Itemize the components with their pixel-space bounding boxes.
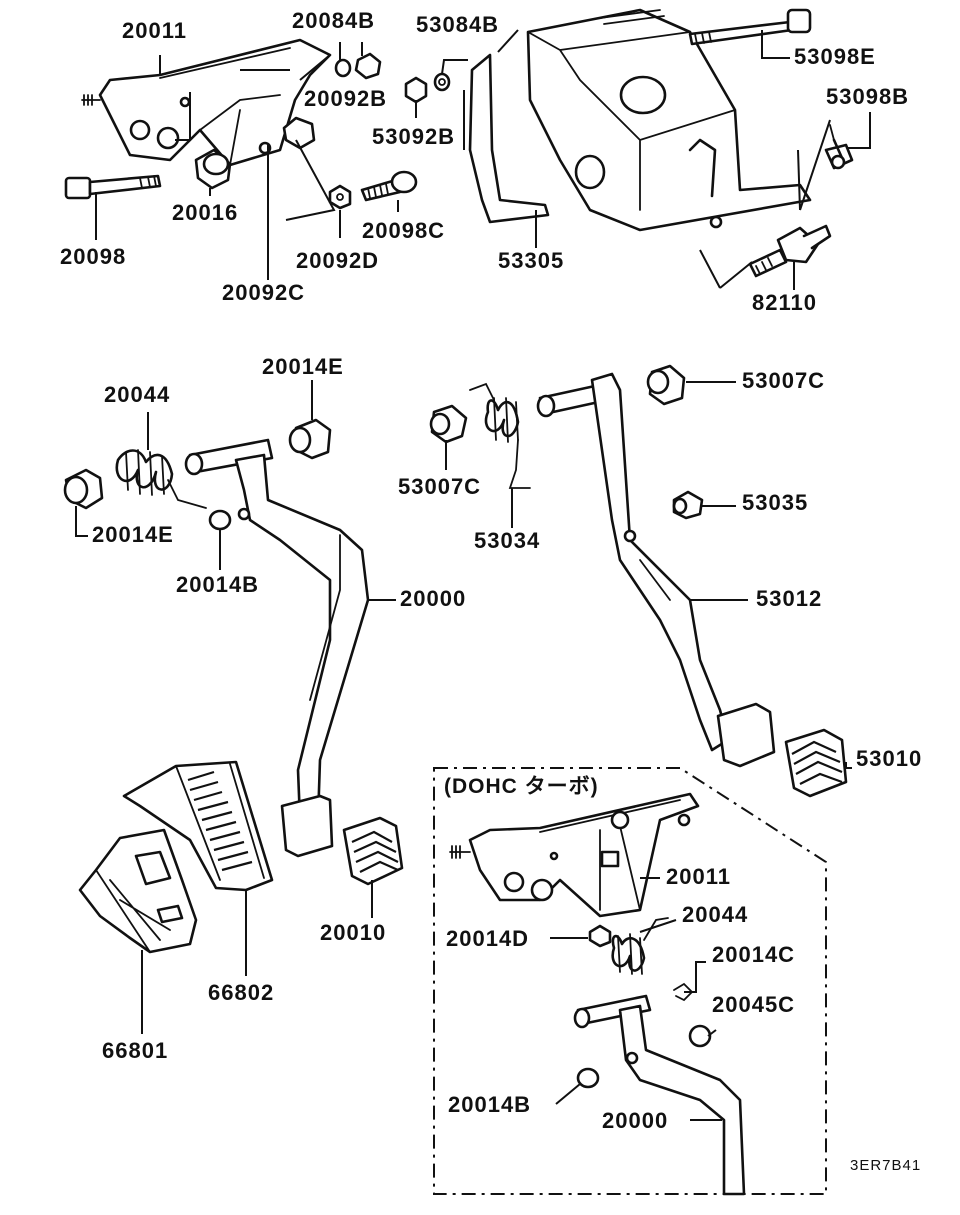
spring-53034: [469, 382, 531, 489]
bushing-53007c-mid: [429, 404, 468, 444]
label-82110: 82110: [752, 290, 817, 315]
pedal-pad-53012: [716, 702, 776, 768]
bracket-20011: [81, 38, 332, 167]
label-53098e: 53098E: [794, 44, 876, 69]
stopper-53035: [672, 490, 704, 520]
label-53007c-mid: 53007C: [398, 474, 482, 499]
label-53035: 53035: [742, 490, 809, 515]
pad-cover-53010: [784, 728, 848, 798]
mat-66802: [122, 760, 274, 892]
label-diagram-code: 3ER7B41: [850, 1157, 922, 1174]
label-20014c: 20014C: [712, 942, 796, 967]
bolt-20098: [64, 174, 162, 200]
nut-20092c: [282, 116, 316, 150]
label-20011-top: 20011: [122, 18, 187, 43]
label-20016: 20016: [172, 200, 239, 225]
label-20045c: 20045C: [712, 992, 796, 1017]
leader-53098b-v: [797, 119, 831, 211]
bolt-20098c: [360, 170, 418, 202]
label-53010: 53010: [856, 746, 923, 771]
leader-lines: [75, 29, 871, 1121]
nut-53092b: [404, 76, 428, 104]
label-53092b: 53092B: [372, 124, 456, 149]
stopper-20014b-left: [208, 509, 232, 531]
inset-pedal-arm-20000: [573, 994, 746, 1196]
bracket-53305: [468, 8, 812, 232]
label-20092c: 20092C: [222, 280, 306, 305]
label-20098: 20098: [60, 244, 127, 269]
label-20084b: 20084B: [292, 8, 376, 33]
pedal-pad-20000-left: [280, 794, 334, 858]
label-20011-inset: 20011: [666, 864, 731, 889]
inset-stopper-20014d: [588, 924, 612, 948]
label-20014e-top: 20014E: [262, 354, 344, 379]
label-20014e-left: 20014E: [92, 522, 174, 547]
inset-stopper-20045c: [688, 1024, 712, 1048]
label-20014d: 20014D: [446, 926, 530, 951]
pedal-arm-53012: [536, 372, 730, 752]
label-20000-left: 20000: [400, 586, 467, 611]
bushing-20014e-left: [63, 468, 104, 510]
label-53084b: 53084B: [416, 12, 500, 37]
label-20092d: 20092D: [296, 248, 380, 273]
label-20010: 20010: [320, 920, 387, 945]
nut-20084b: [334, 52, 382, 80]
label-20014b-inset: 20014B: [448, 1092, 532, 1117]
label-20092b: 20092B: [304, 86, 388, 111]
bushing-53007c-right: [646, 364, 686, 406]
label-20044-left: 20044: [104, 382, 171, 407]
switch-82110: [748, 224, 832, 278]
spring-20044-left: [115, 449, 207, 509]
label-53305: 53305: [498, 248, 565, 273]
inset-bracket-20011: [449, 792, 700, 918]
pad-cover-20010: [342, 816, 404, 886]
label-inset-title: (DOHC ターボ): [444, 775, 599, 798]
inset-stopper-20014b: [576, 1067, 600, 1089]
label-53034: 53034: [474, 528, 541, 553]
label-53012: 53012: [756, 586, 823, 611]
label-20014b-left: 20014B: [176, 572, 260, 597]
label-53007c-right: 53007C: [742, 368, 826, 393]
bolt-53098b: [824, 124, 854, 170]
mat-66801: [78, 828, 198, 954]
bolt-53098e: [688, 8, 812, 46]
label-53098b: 53098B: [826, 84, 910, 109]
washer-53084b: [433, 72, 451, 92]
label-66801: 66801: [102, 1038, 169, 1063]
label-20000-inset: 20000: [602, 1108, 669, 1133]
label-20044-inset: 20044: [682, 902, 749, 927]
inset-frame: [433, 767, 827, 1195]
nut-20092d: [328, 184, 352, 210]
inset-spring-20044: [611, 917, 669, 975]
label-66802: 66802: [208, 980, 275, 1005]
bushing-20014e-top: [288, 418, 332, 460]
bushing-20016: [194, 148, 232, 190]
label-20098c: 20098C: [362, 218, 446, 243]
leader-82110-v: [699, 249, 753, 289]
